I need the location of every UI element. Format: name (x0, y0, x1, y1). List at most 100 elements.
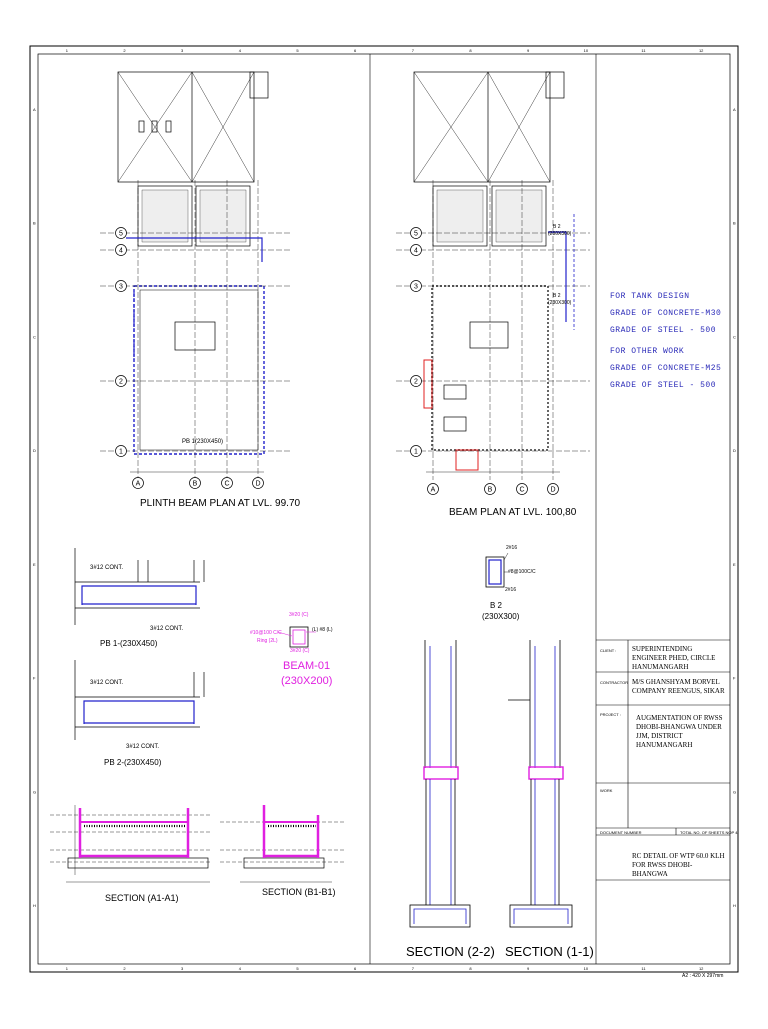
grid-bubble-right-row-2 (410, 375, 422, 387)
beam01-bottom-bar: 3#20 (C) (290, 648, 310, 654)
border-letter-right-B: B (733, 221, 736, 226)
border-letter-right-G: G (733, 789, 736, 794)
pb1-elevation (74, 548, 205, 625)
grid-bubble-left-D (252, 477, 264, 489)
grid-bubble-right-row-1 (410, 445, 422, 457)
b2-section (485, 552, 509, 588)
border-letter-left-G: G (33, 789, 36, 794)
beam01-detail (277, 626, 316, 648)
border-number-bottom-10: 10 (584, 966, 589, 971)
grid-bubble-right-C (516, 483, 528, 495)
b2-ring: #8@100C/C (508, 569, 536, 575)
grid-bubble-left-C (221, 477, 233, 489)
section-a1-title: SECTION (A1-A1) (105, 893, 179, 903)
other-steel-grade: GRADE OF STEEL - 500 (610, 381, 717, 390)
other-concrete-grade: GRADE OF CONCRETE-M25 (610, 364, 722, 373)
border-letter-right-D: D (733, 448, 736, 453)
b2-label: B 2 (490, 601, 503, 610)
border-number-top-1: 1 (66, 48, 69, 53)
grid-bubble-right-row-3-text: 3 (414, 284, 418, 291)
beam01-size: (230X200) (281, 675, 333, 687)
grid-bubble-right-B (484, 483, 496, 495)
border-number-top-7: 7 (412, 48, 415, 53)
grid-bubble-right-C-text: C (519, 487, 524, 494)
border-number-top-8: 8 (469, 48, 472, 53)
grid-bubble-right-A (427, 483, 439, 495)
grid-bubble-left-row-1 (115, 445, 127, 457)
beam-plan (396, 71, 590, 480)
project-value: AUGMENTATION OF RWSS DHOBI-BHANGWA UNDER… (636, 714, 723, 749)
sheet-title: RC DETAIL OF WTP 60.0 KLH FOR RWSS DHOBI… (632, 852, 725, 878)
section-b1-title: SECTION (B1-B1) (262, 887, 336, 897)
plinth-plan-title: PLINTH BEAM PLAN AT LVL. 99.70 (140, 498, 301, 509)
client-value: SUPERINTENDING ENGINEER PHED, CIRCLE HAN… (632, 645, 716, 671)
section-a1-drawing (50, 805, 210, 883)
border-number-top-11: 11 (641, 48, 646, 53)
b2-plan-size-1: (230X300) (548, 231, 572, 237)
pb2-bottom-note: 3#12 CONT. (126, 744, 160, 750)
pb-plan-label: PB 1(230X450) (182, 439, 224, 445)
section-b1-drawing (220, 805, 345, 883)
pb2-label: PB 2-(230X450) (104, 758, 162, 767)
b2-size: (230X300) (482, 612, 520, 621)
border-number-bottom-9: 9 (527, 966, 530, 971)
grid-bubble-right-row-3 (410, 280, 422, 292)
border-number-bottom-1: 1 (66, 966, 69, 971)
beam01-top-bar: 3#20 (C) (289, 612, 309, 618)
grid-bubble-right-row-5 (410, 227, 422, 239)
border-number-top-9: 9 (527, 48, 530, 53)
grid-bubble-left-row-2 (115, 375, 127, 387)
beam01-name: BEAM-01 (283, 660, 331, 672)
grid-bubble-left-D-text: D (255, 481, 260, 488)
border-letter-right-C: C (733, 334, 736, 339)
grid-bubble-left-row-5-text: 5 (119, 231, 123, 238)
grid-bubble-right-A-text: A (431, 487, 436, 494)
border-number-top-4: 4 (239, 48, 242, 53)
contractor-label: CONTRACTOR (600, 680, 629, 685)
pb1-bottom-note: 3#12 CONT. (150, 626, 184, 632)
grid-bubble-left-row-5 (115, 227, 127, 239)
pb2-top-note: 3#12 CONT. (90, 680, 124, 686)
grid-bubble-right-row-5-text: 5 (414, 231, 418, 238)
beam01-link: (L) #8 (L) (312, 627, 333, 633)
b2-plan-label-2: B 2 (553, 293, 561, 299)
border-number-top-6: 6 (354, 48, 357, 53)
section-11-drawing (508, 640, 573, 928)
grid-bubble-left-C-text: C (224, 481, 229, 488)
border-number-top-12: 12 (699, 48, 704, 53)
border-number-top-2: 2 (123, 48, 126, 53)
b2-plan-size-2: (230X300) (548, 300, 572, 306)
b2-plan-label-1: B 2 (553, 224, 561, 230)
border-number-bottom-5: 5 (296, 966, 299, 971)
border-letter-left-H: H (33, 903, 36, 908)
border-letter-left-D: D (33, 448, 36, 453)
title-block-lines (596, 639, 730, 881)
beam-plan-title: BEAM PLAN AT LVL. 100,80 (449, 507, 577, 518)
grid-bubble-left-B (189, 477, 201, 489)
grid-bubble-left-row-1-text: 1 (119, 449, 123, 456)
grid-bubble-left-A-text: A (136, 481, 141, 488)
pb2-elevation (74, 660, 205, 740)
border-number-bottom-4: 4 (239, 966, 242, 971)
total-sheets-label: TOTAL NO. OF SHEETS NOP 4 (680, 830, 738, 835)
sheet-size: A2 : 420 X 297mm (682, 973, 724, 979)
section-22-drawing (409, 640, 471, 928)
grid-bubble-left-row-4 (115, 244, 127, 256)
inner-frame (37, 53, 731, 965)
grid-bubble-left-A (132, 477, 144, 489)
grid-bubble-left-row-3 (115, 280, 127, 292)
client-label: CLIENT : (600, 648, 617, 653)
grid-bubble-left-row-2-text: 2 (119, 379, 123, 386)
other-work-heading: FOR OTHER WORK (610, 347, 685, 356)
document-number-label: DOCUMENT NUMBER (600, 830, 642, 835)
b2-bottom-bar: 2#16 (505, 587, 517, 593)
plinth-beam-plan (100, 71, 290, 480)
pb1-top-note: 3#12 CONT. (90, 565, 124, 571)
grid-bubble-right-row-4 (410, 244, 422, 256)
grid-bubble-left-B-text: B (193, 481, 198, 488)
beam01-ring-legs: Ring (2L) (257, 638, 278, 644)
grid-bubble-right-row-4-text: 4 (414, 248, 418, 255)
tank-steel-grade: GRADE OF STEEL - 500 (610, 326, 717, 335)
